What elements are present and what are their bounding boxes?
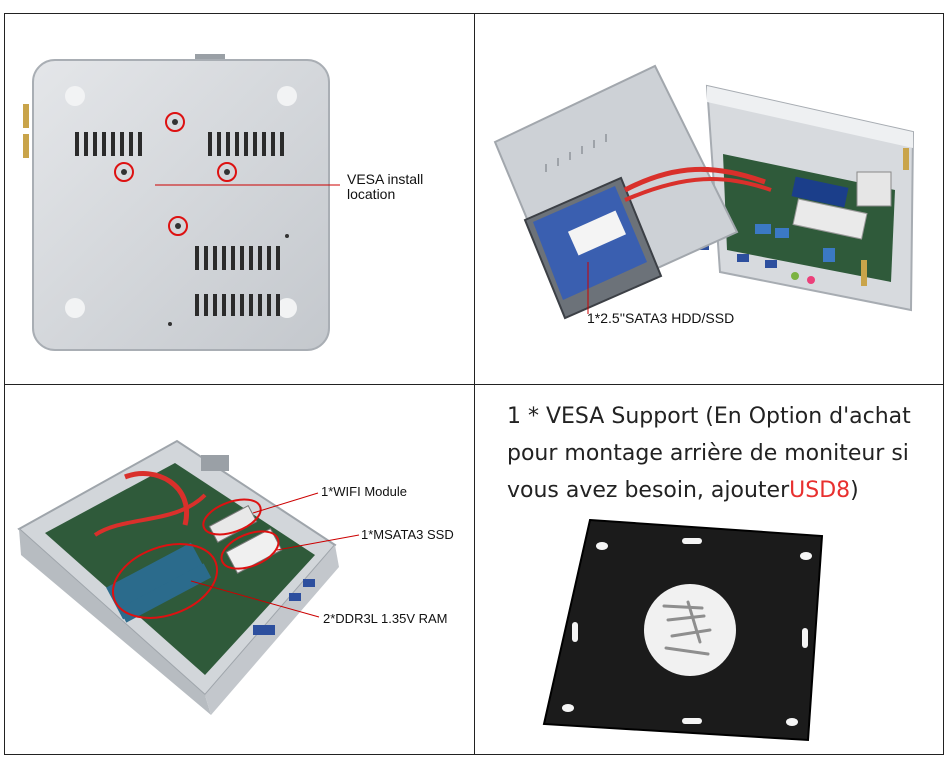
msata-ssd-label: 1*MSATA3 SSD bbox=[361, 527, 454, 542]
vesa-bracket-image bbox=[532, 512, 848, 748]
grid-border-center bbox=[474, 13, 475, 755]
case-internals-illustration bbox=[17, 439, 360, 715]
vesa-bracket-illustration bbox=[542, 518, 824, 742]
panel-case-hdd: 1*2.5''SATA3 HDD/SSD bbox=[475, 14, 943, 384]
hdd-ssd-label: 1*2.5''SATA3 HDD/SSD bbox=[587, 310, 735, 326]
grid-border-left bbox=[4, 13, 5, 755]
case-underside-illustration bbox=[23, 54, 340, 351]
vesa-support-description: 1 * VESA Support (En Option d'achat pour… bbox=[507, 398, 937, 509]
panel-case-underside: VESA install location bbox=[5, 14, 474, 384]
case-hdd-illustration bbox=[493, 64, 915, 320]
panel-case-internals: 1*WIFI Module 1*MSATA3 SSD 2*DDR3L 1.35V… bbox=[5, 385, 474, 754]
vesa-text-end: ) bbox=[850, 478, 859, 503]
vesa-text-main: 1 * VESA Support (En Option d'achat pour… bbox=[507, 404, 911, 503]
vesa-price-highlight: USD8 bbox=[789, 478, 851, 503]
ddr3l-ram-label: 2*DDR3L 1.35V RAM bbox=[323, 611, 448, 626]
grid-border-right bbox=[943, 13, 944, 755]
wifi-module-label: 1*WIFI Module bbox=[321, 484, 407, 499]
vesa-location-label: VESA install location bbox=[347, 171, 424, 202]
